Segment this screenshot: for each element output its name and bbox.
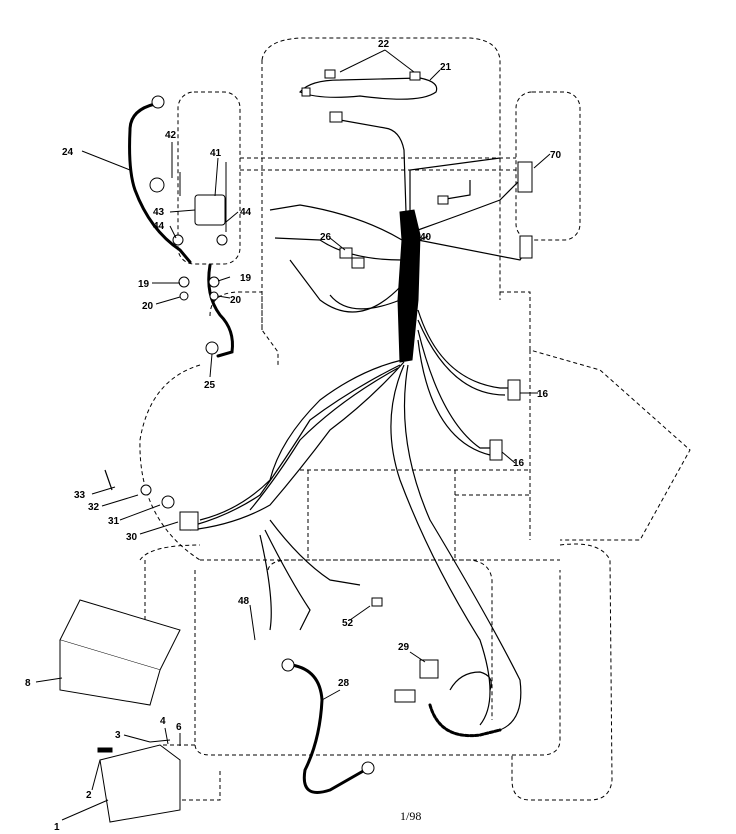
- part-label-20-right: 20: [230, 295, 242, 306]
- part-label-44-right: 44: [240, 207, 252, 218]
- part-label-16-lower: 16: [513, 458, 525, 469]
- part-label-8: 8: [25, 678, 31, 689]
- part-label-52: 52: [342, 618, 354, 629]
- page-code: 1/98: [400, 809, 421, 823]
- part-label-40: 40: [420, 232, 432, 243]
- part-label-41: 41: [210, 148, 222, 159]
- part-label-30: 30: [126, 532, 138, 543]
- leader-lines: [35, 49, 551, 821]
- part-label-21: 21: [440, 62, 452, 73]
- main-harness: [104, 69, 533, 738]
- part-label-19-right: 19: [240, 273, 252, 284]
- part-label-25: 25: [204, 380, 216, 391]
- chassis-outline: [139, 37, 691, 801]
- part-label-4: 4: [160, 716, 166, 727]
- part-label-6: 6: [176, 722, 182, 733]
- part-label-29: 29: [398, 642, 410, 653]
- part-label-22: 22: [378, 39, 390, 50]
- part-label-43: 43: [153, 207, 165, 218]
- part-label-70: 70: [550, 150, 562, 161]
- part-label-1: 1: [54, 822, 60, 833]
- part-label-20-left: 20: [142, 301, 154, 312]
- part-label-48: 48: [238, 596, 250, 607]
- part-label-44-left: 44: [153, 221, 165, 232]
- part-label-28: 28: [338, 678, 350, 689]
- battery-cables: [128, 95, 375, 794]
- part-label-16-upper: 16: [537, 389, 549, 400]
- part-label-32: 32: [88, 502, 100, 513]
- ignition-parts: [59, 599, 181, 823]
- part-label-3: 3: [115, 730, 121, 741]
- part-labels: 1 2 3 4 6 8 16 16 19 19 20 20 21 22 24 2…: [25, 39, 562, 833]
- part-label-42: 42: [165, 130, 177, 141]
- part-label-33: 33: [74, 490, 86, 501]
- solenoid-assembly: [149, 162, 228, 301]
- part-label-26: 26: [320, 232, 332, 243]
- part-label-19-left: 19: [138, 279, 150, 290]
- part-label-31: 31: [108, 516, 120, 527]
- part-label-2: 2: [86, 790, 92, 801]
- part-label-24: 24: [62, 147, 74, 158]
